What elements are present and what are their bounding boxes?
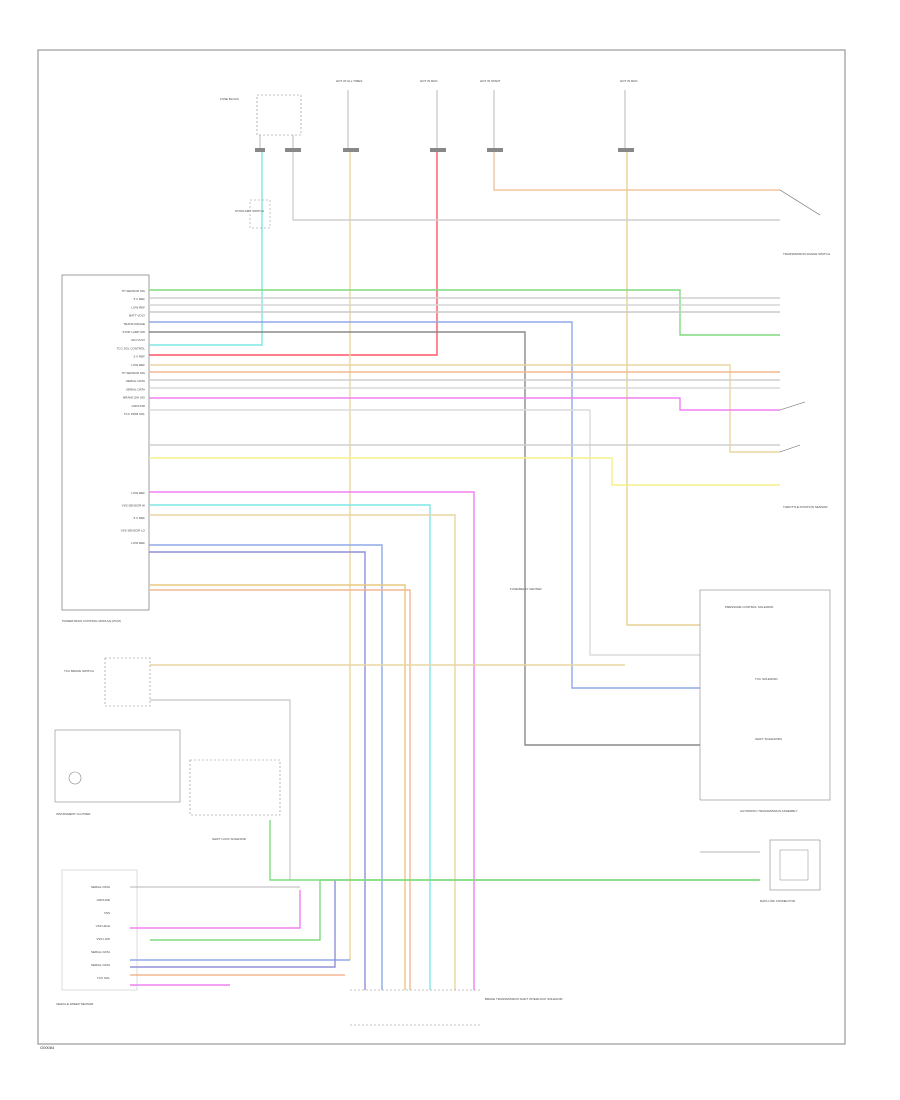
fuse-label-2: HOT AT ALL TIMES bbox=[336, 79, 362, 83]
wire-blue bbox=[149, 321, 700, 689]
diagram-border bbox=[37, 49, 846, 1045]
pcm-pin-labels-lower: LOW REF VSS SENSOR HI 5 V REF VSS SENSOR LO… bbox=[121, 491, 146, 545]
instrument-cluster-box bbox=[54, 729, 181, 803]
cluster-pin-labels: SERIAL DATA GROUND VSS VSS HIGH VSS LOW SERIA… bbox=[91, 885, 111, 980]
transmission-assembly-box bbox=[699, 589, 831, 801]
bcm-label: VEHICLE SPEED SENSOR bbox=[56, 1002, 94, 1006]
pin-label: TP SENSOR SIG bbox=[122, 371, 146, 375]
dlc-box bbox=[769, 839, 821, 891]
transmission-assembly-label: AUTOMATIC TRANSMISSION ASSEMBLY bbox=[740, 809, 798, 813]
instrument-cluster-label: INSTRUMENT CLUSTER bbox=[56, 812, 91, 816]
pin-label: 5 V REF bbox=[134, 516, 146, 520]
fuse-relay-center-label: FUSE/RELAY CENTER bbox=[510, 587, 542, 591]
pin-label: TCC SOL CONTROL bbox=[117, 346, 146, 350]
right-switches bbox=[779, 189, 821, 453]
pcm-pin-labels: TP SENSOR SIG 5 V REF LOW REF BATT VOLT TRAN… bbox=[117, 289, 146, 416]
wires bbox=[130, 152, 780, 990]
wire-tan-lower bbox=[149, 514, 456, 990]
pin-label: TP SENSOR SIG bbox=[122, 289, 146, 293]
pin-label: LOW REF bbox=[131, 363, 145, 367]
pin-label: TRANS RANGE bbox=[123, 322, 145, 326]
wire-pink-lower bbox=[149, 491, 475, 990]
wire-green-lower bbox=[269, 820, 760, 881]
cluster-connector bbox=[61, 869, 138, 991]
dlc-label: DATA LINK CONNECTOR bbox=[760, 899, 796, 903]
pin-label: VSS bbox=[104, 911, 110, 915]
pin-label: IGN VOLT bbox=[131, 338, 145, 342]
pin-label: 5 V REF bbox=[134, 355, 146, 359]
pin-label: VSS HIGH bbox=[96, 924, 110, 928]
wire-orange-lower bbox=[149, 589, 411, 990]
fuse-block-left bbox=[256, 90, 626, 150]
pin-label: SERIAL DATA bbox=[91, 950, 110, 954]
fuse-label-5: HOT IN RUN bbox=[620, 79, 637, 83]
wire-pink bbox=[149, 397, 780, 411]
pin-label: LOW REF bbox=[131, 305, 145, 309]
wire-green-2 bbox=[150, 880, 321, 941]
wire-grey-top bbox=[292, 152, 780, 221]
pin-label: SERIAL DATA bbox=[91, 963, 110, 967]
wire-tan-row bbox=[149, 364, 780, 453]
wire-tcc-grey bbox=[150, 699, 291, 880]
wire-lightgrey bbox=[149, 409, 700, 656]
wire-orange-top bbox=[493, 152, 780, 191]
pin-label: BATT VOLT bbox=[129, 314, 145, 318]
pin-label: BRAKE SW SIG bbox=[123, 396, 146, 400]
fuse-labels: FUSE BLOCK HOT AT ALL TIMES HOT IN RUN H… bbox=[220, 79, 637, 101]
pin-label: VSS LOW bbox=[96, 937, 110, 941]
pin-label: GROUND bbox=[97, 898, 111, 902]
pin-label: SERIAL DATA bbox=[126, 379, 145, 383]
pin-label: TCC PWM SOL bbox=[124, 412, 145, 416]
top-connectors bbox=[255, 148, 634, 152]
wire-tan2-lower bbox=[149, 584, 406, 990]
shift-solenoids-label: SHIFT SOLENOIDS bbox=[755, 737, 782, 741]
bottom-connector bbox=[350, 989, 480, 1026]
wire-cyan bbox=[149, 152, 263, 346]
tcc-brake-switch-label: TCC BRAKE SWITCH bbox=[64, 669, 94, 673]
wire-fuse5 bbox=[626, 152, 700, 626]
pin-label: VSS SENSOR HI bbox=[122, 504, 146, 508]
wire-cluster-pink bbox=[130, 890, 301, 929]
pin-label: SERIAL DATA bbox=[126, 387, 145, 391]
fuse-label-1: FUSE BLOCK bbox=[220, 97, 239, 101]
tps-label: THROTTLE POSITION SENSOR bbox=[783, 505, 828, 509]
pressure-control-label: PRESSURE CONTROL SOLENOID bbox=[725, 605, 774, 609]
footer-code: G00084 bbox=[40, 1045, 55, 1050]
fuse-label-4: HOT IN START bbox=[480, 79, 501, 83]
wire-cyan-lower bbox=[149, 504, 431, 990]
tcc-brake-switch-box bbox=[104, 657, 151, 707]
pcm-label: POWERTRAIN CONTROL MODULE (PCM) bbox=[62, 619, 121, 623]
wire-cluster-purple bbox=[130, 880, 336, 968]
range-switch-label: TRANSMISSION RANGE SWITCH bbox=[783, 252, 830, 256]
shift-lock-box bbox=[189, 759, 281, 816]
pin-label: STOP LAMP SW bbox=[122, 330, 145, 334]
pcm-box bbox=[61, 274, 150, 611]
pin-label: SERIAL DATA bbox=[91, 885, 110, 889]
pin-label: LOW REF bbox=[131, 541, 145, 545]
fuse-label-3: HOT IN RUN bbox=[420, 79, 437, 83]
pin-label: TCC SOL bbox=[97, 976, 110, 980]
pin-label: GROUND bbox=[132, 404, 146, 408]
pin-label: 5 V REF bbox=[134, 297, 146, 301]
stoplamp-switch-label: STOPLAMP SWITCH bbox=[235, 209, 264, 213]
wire-blue-lower bbox=[149, 544, 383, 990]
wire-darkgrey bbox=[149, 331, 700, 746]
shift-lock-label: SHIFT LOCK SOLENOID bbox=[212, 837, 247, 841]
wire-yellow bbox=[149, 457, 780, 486]
tcc-solenoid-label: TCC SOLENOID bbox=[755, 677, 778, 681]
wire-purple-lower bbox=[149, 551, 366, 990]
brake-shift-interlock-label: BRAKE TRANSMISSION SHIFT INTERLOCK SOLEN… bbox=[485, 997, 563, 1001]
pin-label: VSS SENSOR LO bbox=[121, 529, 146, 533]
pin-label: LOW REF bbox=[131, 491, 145, 495]
